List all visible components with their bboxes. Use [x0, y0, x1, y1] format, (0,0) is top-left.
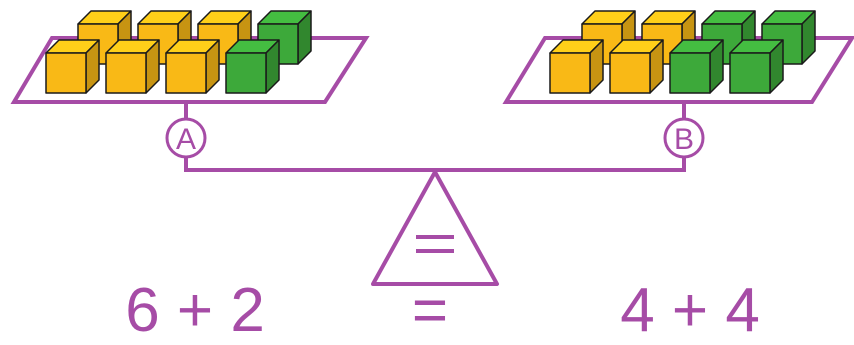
- pan-b-cube-front-2: [610, 40, 663, 93]
- pan-b-cube-front-3: [670, 40, 723, 93]
- pan-b-cube-front-4: [730, 40, 783, 93]
- equation-left: 6 + 2: [110, 282, 280, 340]
- pan-a-cube-front-4: [226, 40, 279, 93]
- pan-a-cube-front-1: [46, 40, 99, 93]
- pan-b-cube-front-1: [550, 40, 603, 93]
- cubes-layer: [46, 11, 815, 93]
- pan-a-cube-front-3: [166, 40, 219, 93]
- equation-equals: =: [400, 282, 460, 340]
- pan-b-label: B: [674, 123, 694, 156]
- pan-a-label: A: [176, 123, 196, 156]
- fulcrum-triangle: [373, 172, 497, 284]
- equation-right: 4 + 4: [605, 282, 775, 340]
- pan-a-cube-front-2: [106, 40, 159, 93]
